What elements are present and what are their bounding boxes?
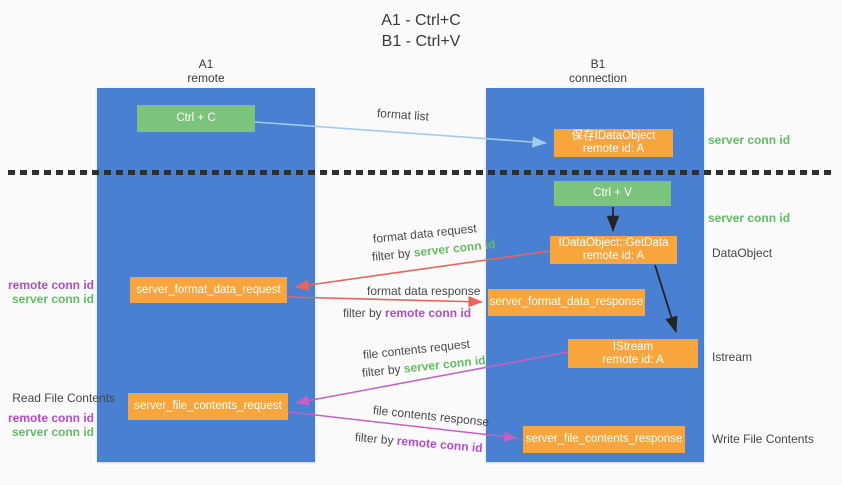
label-server-conn-id-mid: server conn id <box>708 211 791 225</box>
node-server-file-contents-response: server_file_contents_response <box>523 426 685 453</box>
remote-conn-id-text: remote conn id <box>385 306 472 320</box>
lane-header-a1: A1 remote <box>146 57 266 85</box>
node-save-idataobject: 保存IDataObject remote id: A <box>554 129 673 157</box>
label-remote-conn-id-2: remote conn id <box>7 411 94 425</box>
title-line-1: A1 - Ctrl+C <box>381 12 461 29</box>
server-format-data-request-label: server_format_data_request <box>136 283 281 296</box>
lane-a1-role: remote <box>187 71 225 85</box>
node-server-file-contents-request: server_file_contents_request <box>128 393 288 420</box>
node-ctrl-v: Ctrl + V <box>554 181 671 206</box>
node-server-format-data-request: server_format_data_request <box>130 277 287 303</box>
lane-a1-name: A1 <box>198 57 214 71</box>
filter-by-text: filter by <box>354 430 395 448</box>
label-write-file-contents: Write File Contents <box>712 432 814 446</box>
label-format-data-response: format data response <box>367 284 481 298</box>
label-file-contents-response: file contents response <box>372 403 490 430</box>
server-file-contents-request-label: server_file_contents_request <box>134 400 282 412</box>
label-read-file-contents: Read File Contents <box>12 391 115 405</box>
node-istream: IStream remote id: A <box>568 339 698 368</box>
node-server-format-data-response: server_format_data_response <box>488 289 645 316</box>
remote-conn-id-text: remote conn id <box>396 433 484 456</box>
label-server-conn-id-1: server conn id <box>11 292 94 306</box>
label-server-conn-id-2: server conn id <box>11 425 94 439</box>
node-idataobject-getdata: IDataObject::GetData remote id: A <box>550 236 677 264</box>
label-istream: Istream <box>712 350 753 364</box>
save-idataobject-line2: remote id: A <box>582 143 645 155</box>
dotted-divider <box>8 170 834 175</box>
idataobject-getdata-line2: remote id: A <box>582 250 645 262</box>
label-server-conn-id-top: server conn id <box>708 133 791 147</box>
server-format-data-response-label: server_format_data_response <box>489 296 644 308</box>
label-filter-by-remote-1: filter by remote conn id <box>343 306 471 320</box>
ctrl-v-label: Ctrl + V <box>593 187 632 199</box>
label-format-list: format list <box>376 106 430 124</box>
ctrl-c-label: Ctrl + C <box>176 112 216 124</box>
istream-line2: remote id: A <box>602 353 664 366</box>
title-line-2: B1 - Ctrl+V <box>381 33 461 50</box>
lane-b1-name: B1 <box>590 57 606 71</box>
node-ctrl-c: Ctrl + C <box>137 105 255 132</box>
lane-b1-role: connection <box>568 71 628 85</box>
filter-by-text: filter by <box>343 306 382 320</box>
label-remote-conn-id-1: remote conn id <box>7 278 94 292</box>
filter-by-text: filter by <box>371 245 412 264</box>
lane-header-b1: B1 connection <box>538 57 658 85</box>
filter-by-text: filter by <box>361 361 402 380</box>
save-idataobject-line1: 保存IDataObject <box>571 130 656 142</box>
label-filter-by-remote-2: filter by remote conn id <box>354 430 483 455</box>
istream-line1: IStream <box>612 340 654 353</box>
idataobject-getdata-line1: IDataObject::GetData <box>558 237 669 249</box>
label-dataobject: DataObject <box>712 246 773 260</box>
server-file-contents-response-label: server_file_contents_response <box>525 433 683 445</box>
diagram-title: A1 - Ctrl+C B1 - Ctrl+V <box>0 10 842 52</box>
